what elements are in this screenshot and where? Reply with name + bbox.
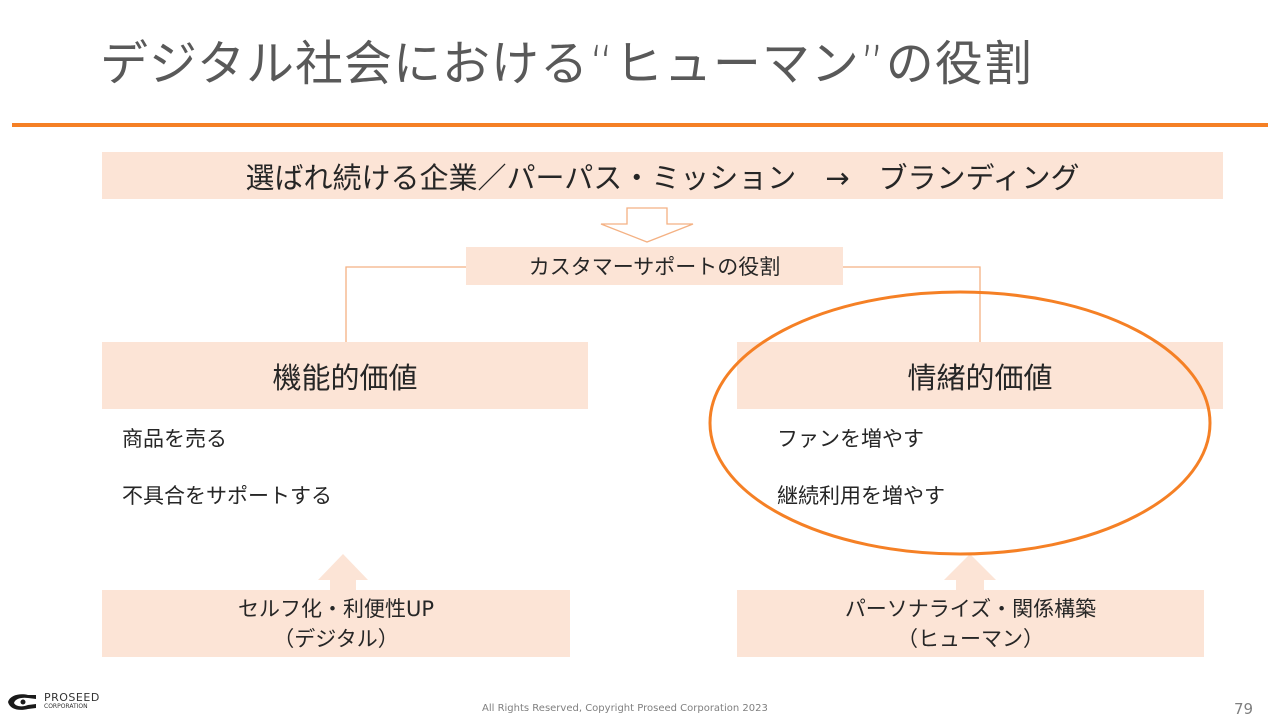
- emotional-value-label: 情緒的価値: [907, 360, 1053, 395]
- functional-value-item: 商品を売る: [122, 427, 227, 451]
- logo-sub: CORPORATION: [44, 703, 88, 710]
- company-logo: PROSEED CORPORATION: [6, 692, 100, 712]
- page-number: 79: [1234, 700, 1254, 718]
- functional-value-item: 不具合をサポートする: [122, 484, 332, 508]
- purpose-banner-text: 選ばれ続ける企業／パーパス・ミッション → ブランディング: [245, 160, 1080, 195]
- up-arrow-right-icon: [944, 554, 996, 590]
- functional-value-label: 機能的価値: [272, 360, 418, 395]
- human-driver-line2: （ヒューマン）: [897, 626, 1044, 651]
- copyright-text: All Rights Reserved, Copyright Proseed C…: [482, 703, 768, 714]
- logo-name: PROSEED: [44, 691, 100, 704]
- emotional-value-item: ファンを増やす: [777, 427, 924, 451]
- digital-driver-line1: セルフ化・利便性UP: [237, 596, 435, 621]
- emotional-value-header: 情緒的価値: [737, 342, 1223, 409]
- emotional-value-item: 継続利用を増やす: [777, 484, 945, 508]
- functional-value-header: 機能的価値: [102, 342, 588, 409]
- up-arrow-left-icon: [318, 554, 368, 590]
- slide-title: デジタル社会における“ヒューマン”の役割: [100, 36, 1033, 92]
- digital-driver-box: セルフ化・利便性UP （デジタル）: [102, 590, 570, 657]
- customer-support-role-node: カスタマーサポートの役割: [466, 247, 843, 285]
- digital-driver-line2: （デジタル）: [273, 626, 399, 651]
- proseed-logo-icon: [8, 694, 36, 710]
- down-arrow-icon: [600, 207, 694, 243]
- human-driver-line1: パーソナライズ・関係構築: [844, 596, 1097, 621]
- human-driver-box: パーソナライズ・関係構築 （ヒューマン）: [737, 590, 1204, 657]
- purpose-banner: 選ばれ続ける企業／パーパス・ミッション → ブランディング: [102, 152, 1223, 199]
- title-divider: [12, 123, 1268, 127]
- customer-support-role-label: カスタマーサポートの役割: [528, 255, 781, 279]
